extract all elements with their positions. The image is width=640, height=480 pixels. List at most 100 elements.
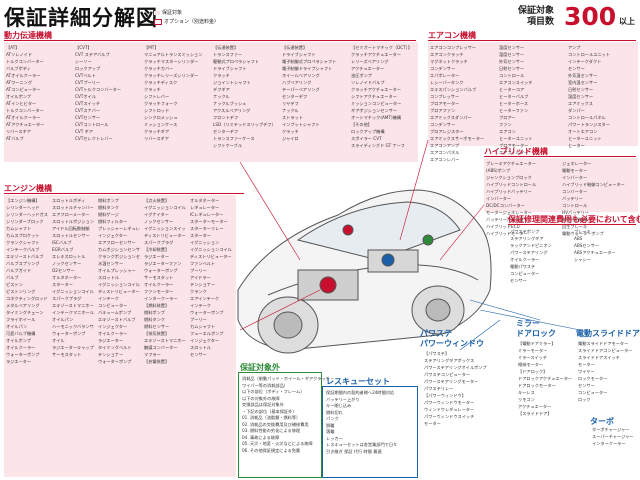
- list-item: コンデンサー: [430, 66, 456, 71]
- list-item: ブロアファン: [430, 108, 456, 113]
- list-item: バッテリー冷却装置: [486, 217, 524, 222]
- list-item: パワーステアリング: [510, 250, 548, 255]
- list-item: ヒーターホース: [499, 101, 529, 106]
- list-item: ハイブリッド制御コンピューター: [562, 182, 625, 187]
- list-item: スライディングド GT ナーフ: [351, 143, 405, 148]
- list-item: エアコンクラッチ: [430, 52, 464, 57]
- section-power-steer: パワステ: [420, 329, 452, 338]
- list-item: ドライブシャフト: [213, 66, 247, 71]
- list-item: 燃料切れ: [326, 409, 343, 415]
- list-item: コンバーター: [562, 189, 588, 194]
- divider: [428, 40, 636, 41]
- list-item: キーレス: [518, 390, 535, 395]
- list-item: ステアリングギアボックス: [424, 358, 475, 363]
- list-item: ブロアレジスター: [430, 129, 464, 134]
- list-item: ロック: [578, 397, 591, 402]
- list-item: ラジエーター: [144, 254, 170, 259]
- list-item: 格納モーター: [518, 362, 544, 367]
- list-item: ISCバルブ: [52, 240, 72, 245]
- list-column: 【セミオートマチック（DCT）】クラッチアクチュエーターレリーズベアリングアクチ…: [351, 44, 413, 149]
- list-item: ファン: [499, 122, 512, 127]
- list-item: タイミングチェーン: [6, 310, 44, 315]
- list-item: ICレギュレーター: [190, 212, 224, 217]
- list-item: オイル: [52, 338, 65, 343]
- list-item: ピストンリング: [6, 289, 36, 294]
- list-item: ディストリビューター: [98, 289, 140, 294]
- list-item: 03. 燃料性能の劣化による修理: [242, 428, 301, 433]
- list-item: シリンダーヘッド: [6, 205, 40, 210]
- list-item: ハイブリッドECU: [486, 224, 520, 229]
- power-steer-list: 【パワステ】ステアリングギアボックスパワーステアリングオイルポンプパワステコンピ…: [424, 350, 508, 427]
- list-item: 【MT】: [144, 45, 159, 50]
- list-item: インテークマニホールド: [52, 310, 94, 315]
- section-aircon: エアコン機構: [428, 31, 476, 40]
- list-item: シーソー: [75, 59, 92, 64]
- list-item: 温度センサー: [499, 45, 525, 50]
- list-item: ヒーターコア: [499, 87, 525, 92]
- list-item: ブレーキアクチュエーター: [486, 161, 537, 166]
- list-item: オイルクーラー: [510, 257, 540, 262]
- list-item: インジェクター: [98, 233, 128, 238]
- list-column: ジェネレーター電動モーターインバーターハイブリッド制御コンピューターコンバーター…: [562, 160, 634, 237]
- list-item: ドアロックモーター: [518, 383, 556, 388]
- list-item: エキゾーストバルブ: [6, 254, 44, 259]
- list-item: 燃料ポンプ: [144, 310, 165, 315]
- list-item: 回生ブレーキ: [562, 224, 588, 229]
- list-item: リバースギア: [6, 129, 31, 134]
- list-item: 【パワーウィンドウ】: [424, 393, 466, 398]
- list-item: ホイールベアリング: [282, 73, 320, 78]
- list-item: クランク: [190, 289, 207, 294]
- list-item: ターボチャージャー: [592, 427, 630, 432]
- list-item: ヒーターユニット: [568, 136, 602, 141]
- list-item: エアフローメーター: [52, 212, 90, 217]
- list-item: ブロアモーター: [499, 143, 529, 148]
- list-item: 燃料タンク: [98, 205, 119, 210]
- list-item: モータージェネレーター: [486, 210, 532, 215]
- list-item: ミラーモーター: [518, 348, 548, 353]
- divider: [4, 40, 416, 41]
- legend-standard-label: 保証対象: [162, 10, 183, 16]
- list-item: オイルクーラー: [6, 345, 36, 350]
- list-item: キー閉じ込み: [326, 403, 352, 408]
- divider: [508, 224, 636, 225]
- list-item: イグニッションコイル: [144, 205, 186, 210]
- list-item: オイルパン: [52, 317, 74, 322]
- list-item: ジャイロ: [282, 136, 299, 141]
- aircon-box: [428, 42, 638, 146]
- list-item: 湿度センサー: [499, 52, 525, 57]
- list-item: 電子制御ドライブシャフト: [282, 66, 333, 71]
- list-item: 日射センサー: [499, 66, 525, 71]
- list-item: シンクロメッシュ: [144, 115, 178, 120]
- list-item: スロットルポジション: [52, 219, 94, 224]
- list-item: 日射センサー: [568, 87, 594, 92]
- section-mirror: ミラー: [516, 319, 540, 328]
- list-item: 交換部品は保証対象外: [242, 402, 284, 407]
- list-item: DC/DCコンバーター: [486, 203, 525, 208]
- list-item: スロットル: [98, 275, 119, 280]
- list-item: オイルポンプ: [6, 94, 31, 99]
- list-item: 水温センサー: [98, 261, 124, 266]
- list-item: ウィンドウレギュレーター: [424, 407, 475, 412]
- list-item: オートマチック(AMT)機構: [351, 115, 401, 120]
- list-item: スロットルチャンバー: [52, 205, 94, 210]
- list-item: 燃料フィルター: [98, 219, 128, 224]
- list-item: カムシャフト: [6, 226, 32, 231]
- list-item: アイドラー: [190, 275, 211, 280]
- list-column: 【伝達装置】ドライブシャフト電子制御式プロペラシャフト電子制御ドライブシャフトホ…: [282, 44, 344, 142]
- list-item: ATソレノイド: [6, 52, 33, 57]
- list-item: レリーズベアリング: [351, 59, 389, 64]
- list-item: パワートランジスター: [568, 122, 610, 127]
- list-item: イグナイター: [144, 212, 169, 217]
- list-item: CVTオイル: [75, 94, 96, 99]
- list-column: パワステポンプステアリングギアラックアンドピニオンパワーステアリングオイルクーラ…: [510, 228, 570, 284]
- list-item: 01. 消耗品（油脂類・燃料等）: [242, 415, 301, 420]
- list-item: 以下の部位（ボディ・フレーム）: [242, 389, 305, 394]
- list-item: ハイブリッドコントロール: [486, 182, 537, 187]
- list-item: コンピューター: [510, 271, 540, 276]
- list-item: 電動モーター: [562, 168, 588, 173]
- list-item: パワーステアリングオイルポンプ: [424, 365, 487, 370]
- list-item: ATワーニング: [6, 80, 33, 85]
- list-item: スパークプラグ: [52, 296, 82, 301]
- list-item: コントロール: [562, 203, 588, 208]
